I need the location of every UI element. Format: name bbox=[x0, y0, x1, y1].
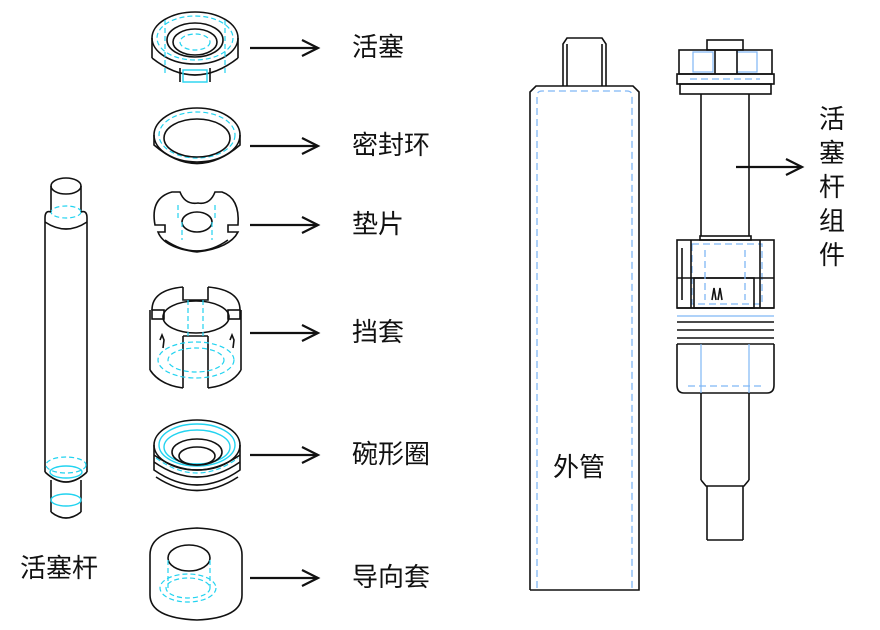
label-cup-seal: 碗形圈 bbox=[352, 440, 431, 470]
piston-rod-assembly-drawing bbox=[676, 39, 775, 541]
label-assembly-char: 组 bbox=[818, 207, 845, 237]
label-piston: 活塞 bbox=[352, 33, 405, 63]
arrow-seal-ring bbox=[250, 137, 321, 155]
seal-ring-drawing bbox=[153, 107, 241, 165]
label-seal-ring: 密封环 bbox=[352, 131, 431, 161]
piston-drawing bbox=[151, 11, 239, 83]
label-piston-rod-assembly: 活 塞 杆 组 件 bbox=[817, 103, 847, 273]
gasket-drawing bbox=[153, 191, 240, 253]
arrow-assembly bbox=[736, 158, 805, 176]
cup-seal-drawing bbox=[153, 419, 241, 492]
arrow-guide-sleeve bbox=[250, 569, 321, 587]
guide-sleeve-drawing bbox=[149, 527, 243, 621]
label-guide-sleeve: 导向套 bbox=[352, 563, 431, 593]
part-arrows bbox=[250, 39, 321, 587]
label-retaining-sleeve: 挡套 bbox=[352, 318, 405, 348]
label-gasket: 垫片 bbox=[352, 210, 405, 240]
label-assembly-char: 活 bbox=[818, 105, 845, 135]
arrow-retaining-sleeve bbox=[250, 324, 321, 342]
label-piston-rod: 活塞杆 bbox=[20, 554, 99, 584]
label-outer-tube: 外管 bbox=[553, 453, 606, 483]
label-assembly-char: 塞 bbox=[818, 139, 845, 169]
outer-tube-drawing bbox=[529, 37, 640, 591]
label-assembly-char: 杆 bbox=[818, 173, 845, 203]
arrow-gasket bbox=[250, 216, 321, 234]
retaining-sleeve-drawing bbox=[149, 286, 242, 389]
piston-rod-drawing bbox=[44, 177, 88, 519]
arrow-piston bbox=[250, 39, 321, 57]
label-assembly-char: 件 bbox=[818, 241, 845, 271]
arrow-cup-seal bbox=[250, 446, 321, 464]
